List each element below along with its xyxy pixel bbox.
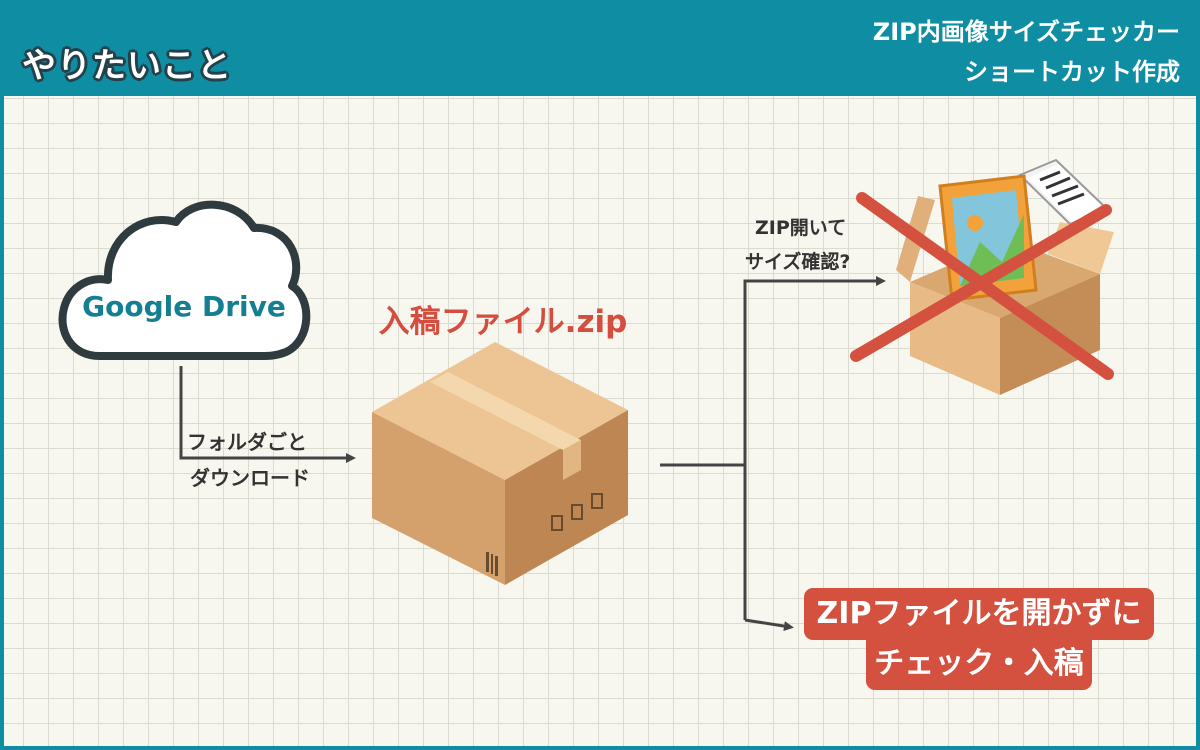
upper-branch-label-line1: ZIP開いて bbox=[755, 217, 847, 239]
download-arrow bbox=[179, 366, 356, 463]
header-bar: やりたいこと ZIP内画像サイズチェッカー ショートカット作成 bbox=[0, 0, 1200, 96]
header-subtitle-line2: ショートカット作成 bbox=[964, 58, 1180, 86]
frame-bottom bbox=[0, 746, 1200, 750]
result-line2: チェック・入稿 bbox=[866, 638, 1092, 690]
branch-connector bbox=[660, 276, 886, 632]
zip-filename: 入稿ファイル.zip bbox=[378, 304, 628, 340]
frame-right bbox=[1196, 96, 1200, 750]
frame-left bbox=[0, 96, 4, 750]
header-title: やりたいこと bbox=[22, 46, 232, 86]
download-label-line2: ダウンロード bbox=[190, 466, 310, 490]
cloud-label: Google Drive bbox=[82, 290, 286, 323]
result-callout: ZIPファイルを開かずに チェック・入稿 bbox=[804, 588, 1154, 692]
download-label-line1: フォルダごと bbox=[187, 430, 307, 454]
header-subtitle-line1: ZIP内画像サイズチェッカー bbox=[872, 18, 1180, 46]
zip-box-icon bbox=[372, 342, 628, 585]
cloud-icon bbox=[58, 200, 311, 360]
upper-branch-label-line2: サイズ確認? bbox=[745, 251, 851, 273]
result-line1: ZIPファイルを開かずに bbox=[804, 588, 1154, 640]
cross-mark-icon bbox=[850, 192, 1114, 380]
